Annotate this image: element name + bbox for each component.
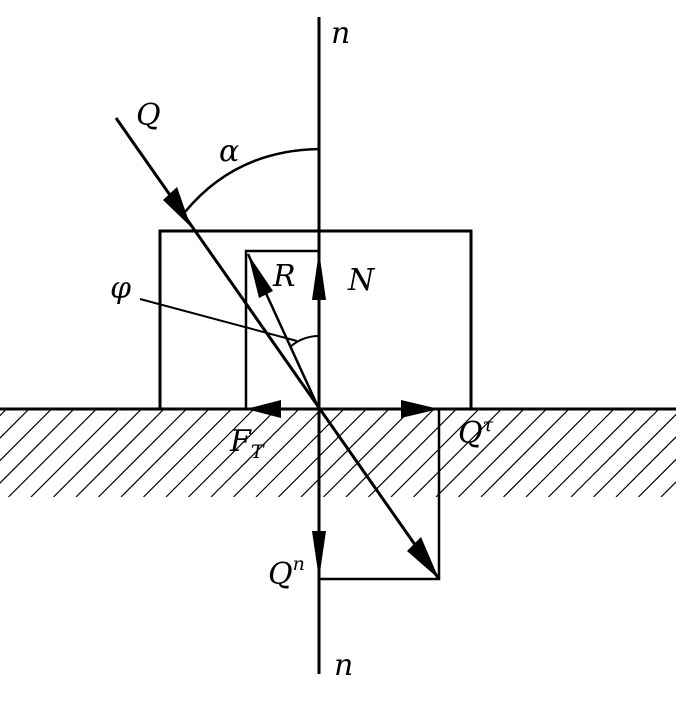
normal-axis-label-top: n [331, 16, 350, 51]
hatch-line [210, 409, 300, 497]
friction-f-subscript: T [251, 441, 265, 463]
block-body [158, 229, 473, 411]
hatch-line [525, 409, 615, 497]
load-q-arrowhead [163, 187, 191, 227]
hatch-line [0, 409, 75, 484]
hatch-line [323, 409, 412, 497]
friction-f-arrowhead [246, 400, 281, 418]
ground-hatching [0, 409, 676, 497]
hatch-line [165, 409, 255, 497]
friction-f-label: FT [229, 424, 265, 463]
hatch-line [0, 409, 52, 462]
hatch-line [345, 409, 435, 497]
hatch-line [53, 409, 142, 497]
tangential-q-arrowhead [401, 400, 439, 418]
phi-leader-line [139, 298, 298, 342]
hatch-line [278, 409, 367, 497]
normal-q-superscript: n [293, 553, 305, 575]
angle-alpha-arc [184, 147, 320, 213]
hatch-line [98, 409, 187, 497]
hatch-line [503, 409, 592, 497]
hatch-line [188, 409, 277, 497]
load-q-label: Q [136, 98, 161, 133]
angle-alpha-label: α [219, 134, 239, 169]
normal-axis-label-bottom: n [334, 648, 353, 683]
hatch-line [615, 436, 676, 497]
reaction-r-arrowhead [248, 254, 273, 298]
load-q-line [114, 117, 441, 580]
friction-f-letter: F [229, 424, 252, 459]
tangential-q-label: Qτ [458, 414, 494, 451]
hatch-line [368, 409, 457, 497]
hatch-line [458, 409, 547, 497]
normal-q-label: Qn [268, 553, 305, 592]
hatch-line [233, 409, 322, 497]
normal-q-letter: Q [268, 557, 293, 592]
hatch-line [30, 409, 120, 497]
hatch-line [480, 409, 570, 497]
reaction-r-label: R [272, 259, 296, 294]
normal-force-n-label: N [347, 263, 376, 298]
tangential-q-superscript: τ [483, 414, 494, 436]
hatch-line [593, 413, 676, 497]
hatch-line [413, 409, 502, 497]
hatch-line [300, 409, 390, 497]
load-q-end-arrowhead [407, 537, 439, 579]
normal-q-arrowhead [312, 531, 326, 579]
hatch-line [0, 409, 30, 439]
hatch-line [120, 409, 210, 497]
hatch-line [8, 409, 97, 497]
hatch-line [660, 481, 676, 497]
hatch-line [390, 409, 480, 497]
angle-phi-arc [289, 335, 320, 348]
hatch-line [0, 409, 7, 417]
hatch-line [143, 409, 232, 497]
hatch-line [435, 409, 525, 497]
hatch-line [570, 409, 660, 497]
hatch-line [75, 409, 165, 497]
tangential-q-letter: Q [458, 416, 483, 451]
hatch-line [638, 458, 676, 497]
hatch-line [548, 409, 637, 497]
normal-force-n-arrowhead [312, 251, 326, 300]
angle-phi-label: φ [110, 271, 131, 306]
